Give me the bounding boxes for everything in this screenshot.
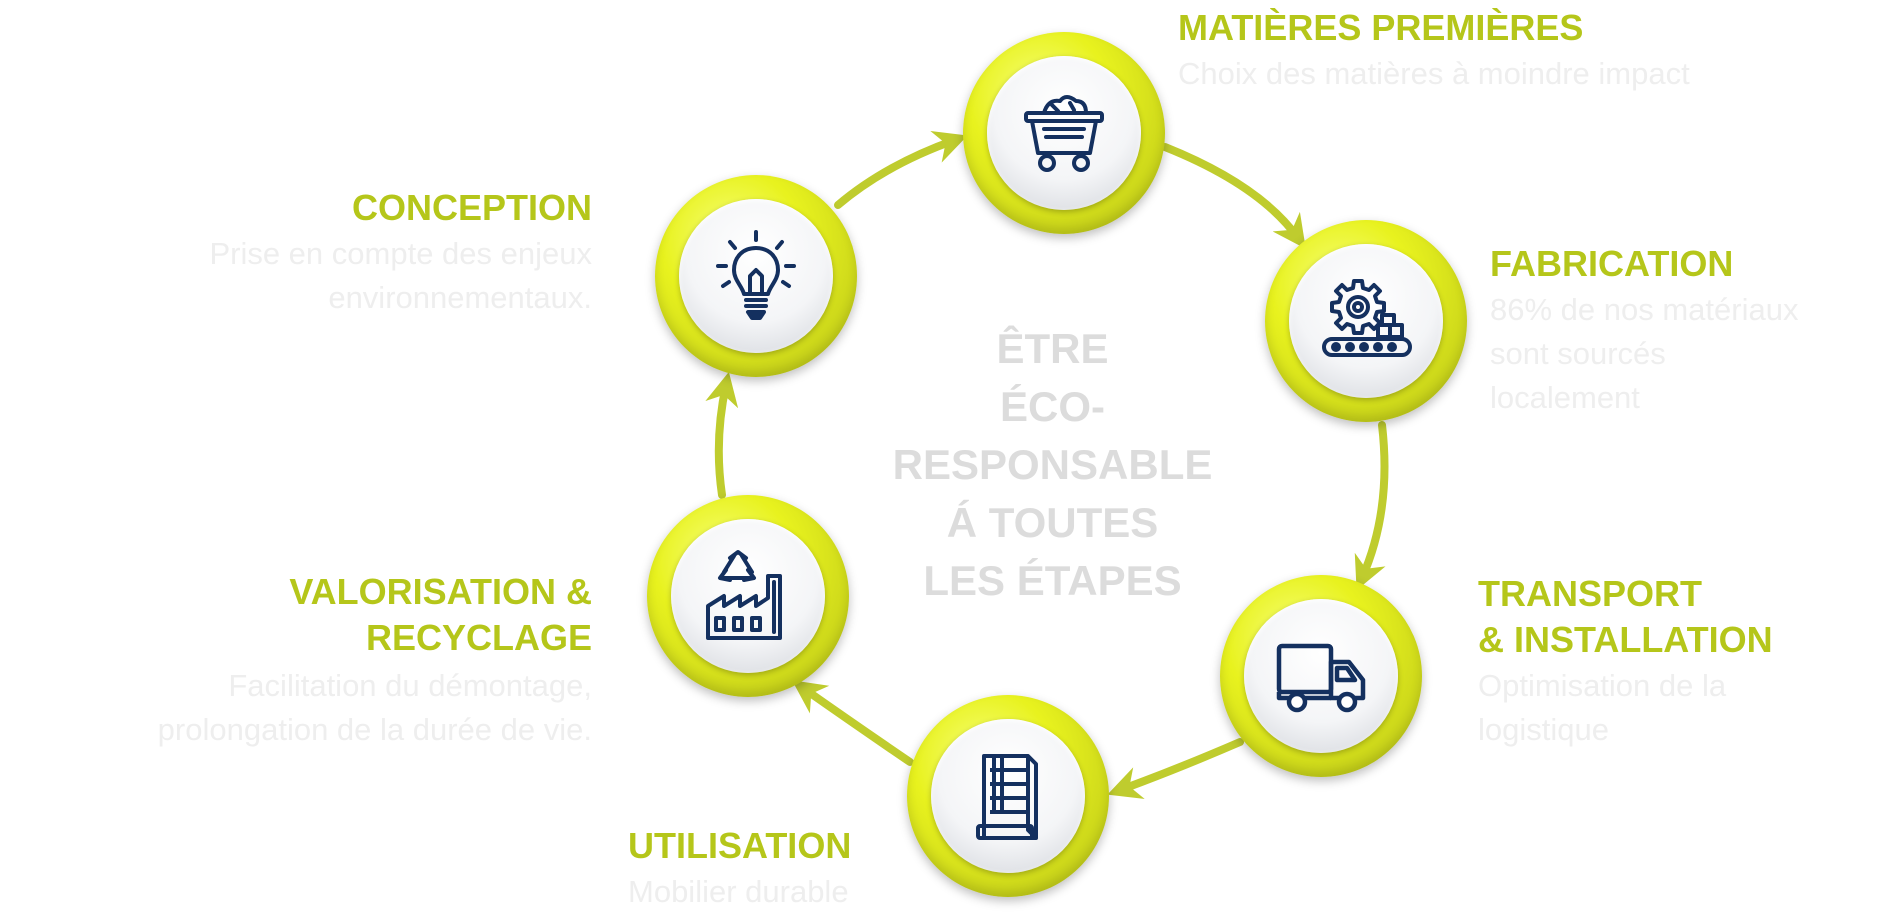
title-transport-line-2: & INSTALLATION [1478,619,1773,660]
center-line: RESPONSABLE [892,441,1213,488]
desc-fabrication-line-2: sont sourcés [1490,336,1666,371]
title-matieres-premieres: MATIÈRES PREMIÈRES [1178,7,1584,48]
arrow-valorisation-to-conception [705,371,739,499]
title-valorisation-line-1: VALORISATION & [289,571,592,612]
center-line: ÊTRE [996,325,1109,372]
title-valorisation-line-2: RECYCLAGE [365,617,592,658]
node-disc [1289,244,1443,398]
title-transport-line-1: TRANSPORT [1478,573,1702,614]
center-line: LES ÉTAPES [923,557,1182,604]
desc-fabrication-line-3: localement [1490,380,1640,415]
title-conception: CONCEPTION [351,187,592,228]
gear-conveyor-icon [1322,279,1412,357]
node-matieres-premieres [963,32,1165,234]
node-conception [655,175,857,377]
center-line: Á TOUTES [946,499,1159,546]
node-fabrication [1265,220,1467,422]
node-disc [931,719,1085,873]
desc-transport-line-2: logistique [1478,712,1609,747]
node-utilisation [907,695,1109,897]
shelf-icon [976,754,1038,840]
title-utilisation: UTILISATION [628,825,852,866]
desc-fabrication-line-1: 86% de nos matériaux [1490,292,1799,327]
desc-valorisation-line-1: Facilitation du démontage, [228,668,592,703]
title-fabrication: FABRICATION [1490,243,1734,284]
node-disc [987,56,1141,210]
arrow-utilisation-to-valorisation [791,680,914,766]
node-disc [671,519,825,673]
desc-conception-line-1: Prise en compte des enjeux [209,236,592,271]
center-line: ÉCO- [1000,383,1105,430]
truck-icon [1276,643,1366,713]
desc-utilisation: Mobilier durable [628,874,849,909]
arrow-matieres-to-fabrication [1161,143,1306,249]
desc-conception-line-2: environnementaux. [328,280,592,315]
arrow-transport-to-utilisation [1107,738,1244,799]
node-disc [679,199,833,353]
recycle-factory-icon [706,550,782,640]
lightbulb-icon [716,230,796,320]
arrow-fabrication-to-transport [1354,421,1389,591]
desc-valorisation-line-2: prolongation de la durée de vie. [157,712,592,747]
arrow-conception-to-matieres [834,130,968,209]
node-valorisation-recyclage [647,495,849,697]
desc-transport-line-1: Optimisation de la [1478,668,1727,703]
desc-matieres-premieres: Choix des matières à moindre impact [1178,56,1690,91]
mine-cart-icon [1024,95,1104,172]
center-title: ÊTRE ÉCO- RESPONSABLE Á TOUTES LES ÉTAPE… [880,320,1225,610]
node-disc [1244,599,1398,753]
node-transport [1220,575,1422,777]
